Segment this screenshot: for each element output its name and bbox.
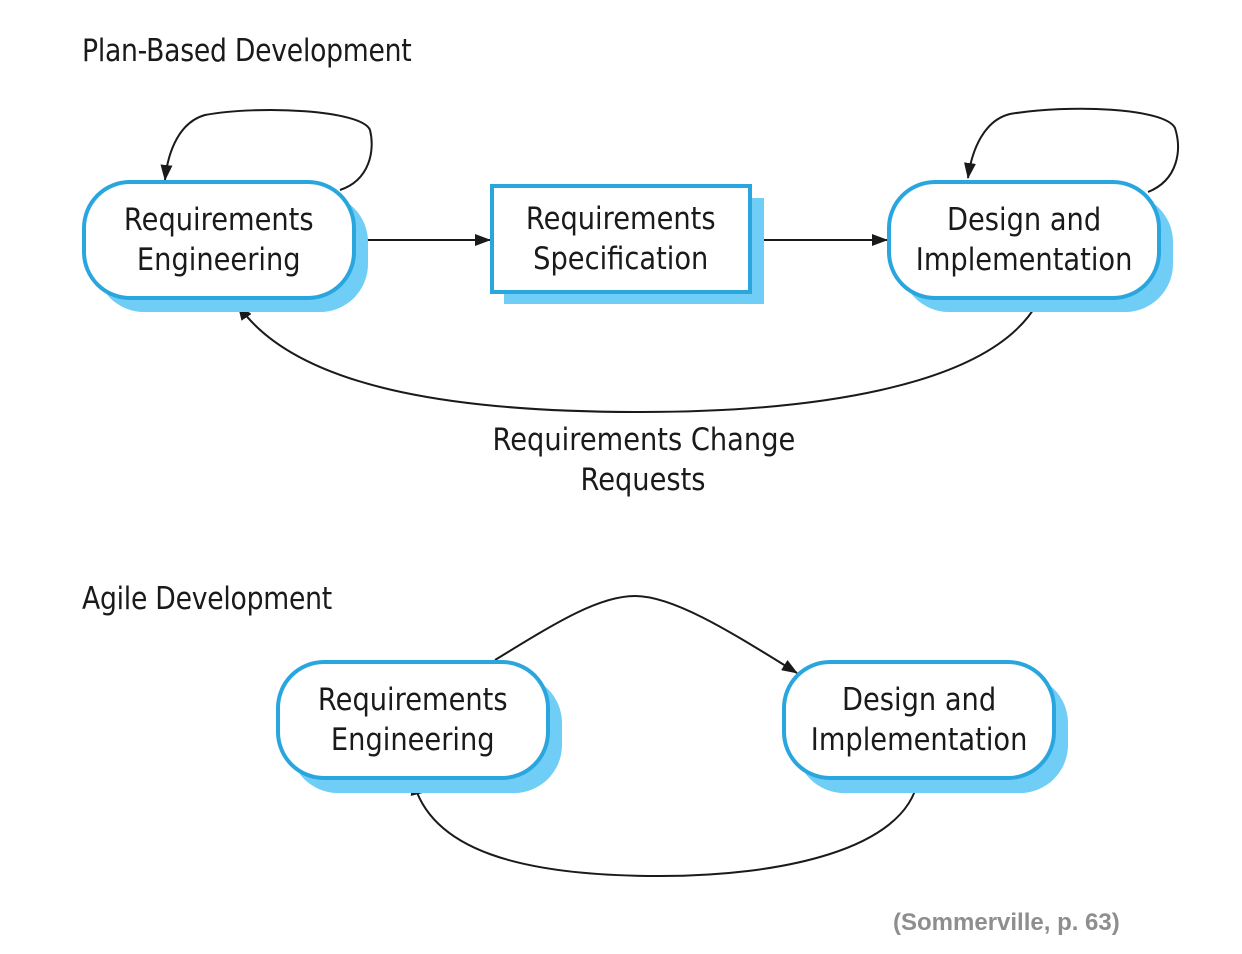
plan-req-eng-self-loop — [160, 109, 373, 191]
plan-design-line1: Design and — [946, 202, 1102, 238]
agile-req-eng-node: Requirements Engineering — [276, 660, 550, 780]
plan-change-requests-arrow — [237, 301, 1039, 414]
agile-design-line1: Design and — [841, 682, 997, 718]
plan-req-spec-line2: Specification — [533, 241, 709, 277]
plan-design-node: Design and Implementation — [887, 180, 1161, 300]
agile-req-eng-line2: Engineering — [331, 722, 495, 758]
agile-req-eng-line1: Requirements — [318, 682, 508, 718]
citation: (Sommerville, p. 63) — [893, 909, 1120, 936]
agile-design-line2: Implementation — [810, 722, 1028, 758]
agile-design-node: Design and Implementation — [782, 660, 1056, 780]
change-requests-line1: Requirements Change — [492, 422, 796, 458]
plan-req-spec-line1: Requirements — [526, 201, 716, 237]
plan-req-spec-node: Requirements Specification — [490, 184, 752, 294]
plan-req-eng-node: Requirements Engineering — [82, 180, 356, 300]
agile-design-to-req-arrow — [410, 779, 919, 878]
agile-title: Agile Development — [82, 581, 332, 617]
plan-req-eng-line2: Engineering — [137, 242, 301, 278]
plan-design-line2: Implementation — [915, 242, 1133, 278]
change-requests-label: Requirements Change Requests — [492, 420, 796, 500]
plan-req-eng-line1: Requirements — [124, 202, 314, 238]
plan-design-self-loop — [964, 107, 1179, 193]
agile-req-to-design-arrow — [494, 594, 798, 674]
plan-based-title: Plan-Based Development — [82, 33, 412, 69]
change-requests-line2: Requests — [580, 462, 706, 498]
